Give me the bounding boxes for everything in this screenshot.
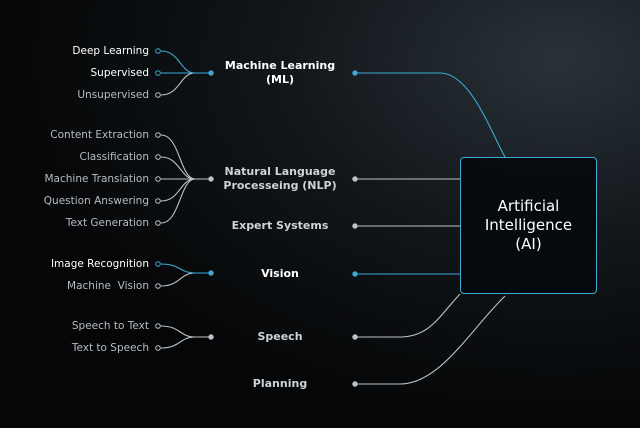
branch-planning: Planning — [252, 377, 308, 390]
leaf-connector — [160, 134, 196, 180]
branch-label: Machine Learning — [224, 59, 336, 72]
ai-connector — [355, 72, 506, 158]
branch-node-dot — [208, 334, 214, 340]
leaf-supervised: Supervised — [90, 67, 150, 79]
branch-label: Processeing (NLP) — [223, 179, 337, 192]
leaf-connector — [160, 336, 196, 349]
leaf-connector — [160, 263, 196, 274]
leaf-image-recognition: Image Recognition — [50, 258, 149, 270]
leaf-machine-vision: Machine Vision — [67, 280, 149, 292]
branch-speech: Speech — [257, 330, 303, 343]
ai-link-dot — [352, 176, 358, 182]
leaf-node-dot — [155, 198, 161, 204]
leaf-content-extraction: Content Extraction — [50, 129, 149, 141]
leaf-node-dot — [155, 345, 161, 351]
leaf-connector — [160, 272, 196, 287]
leaf-node-dot — [155, 176, 161, 182]
branch-label: Natural Language — [224, 165, 336, 178]
leaf-classification: Classification — [79, 151, 149, 163]
leaf-node-dot — [155, 283, 161, 289]
leaf-question-answering: Question Answering — [43, 195, 149, 207]
branch-vision: Vision — [261, 267, 299, 280]
leaf-connector — [160, 178, 196, 224]
leaf-node-dot — [155, 92, 161, 98]
leaf-deep-learning: Deep Learning — [72, 45, 149, 57]
leaf-node-dot — [155, 323, 161, 329]
ai-link-dot — [352, 70, 358, 76]
branch-expert-systems: Expert Systems — [231, 219, 329, 232]
ai-link-dot — [352, 223, 358, 229]
leaf-node-dot — [155, 48, 161, 54]
ai-connector — [355, 295, 506, 385]
ai-title: (AI) — [515, 235, 542, 253]
ai-link-dot — [352, 271, 358, 277]
leaf-connector — [160, 325, 196, 338]
branch-label: (ML) — [265, 73, 294, 86]
leaf-unsupervised: Unsupervised — [77, 89, 149, 101]
leaf-connector — [160, 178, 196, 202]
leaf-connector — [160, 50, 196, 74]
leaf-node-dot — [155, 261, 161, 267]
leaf-text-generation: Text Generation — [65, 217, 149, 229]
leaf-node-dot — [155, 70, 161, 76]
ai-title: Intelligence — [484, 216, 573, 234]
leaf-text-to-speech: Text to Speech — [71, 342, 149, 354]
leaf-machine-translation: Machine Translation — [44, 173, 149, 185]
leaf-node-dot — [155, 220, 161, 226]
branch-node-dot — [208, 270, 214, 276]
leaf-node-dot — [155, 132, 161, 138]
leaf-node-dot — [155, 154, 161, 160]
leaf-connector — [160, 72, 196, 96]
branch-node-dot — [208, 176, 214, 182]
branch-node-dot — [208, 70, 214, 76]
ai-title: Artificial — [497, 197, 560, 215]
ai-link-dot — [352, 334, 358, 340]
ai-link-dot — [352, 381, 358, 387]
ai-connector — [355, 293, 461, 338]
leaf-connector — [160, 156, 196, 180]
branch-machine-learning: Machine Learning(ML) — [205, 59, 355, 87]
leaf-speech-to-text: Speech to Text — [71, 320, 149, 332]
